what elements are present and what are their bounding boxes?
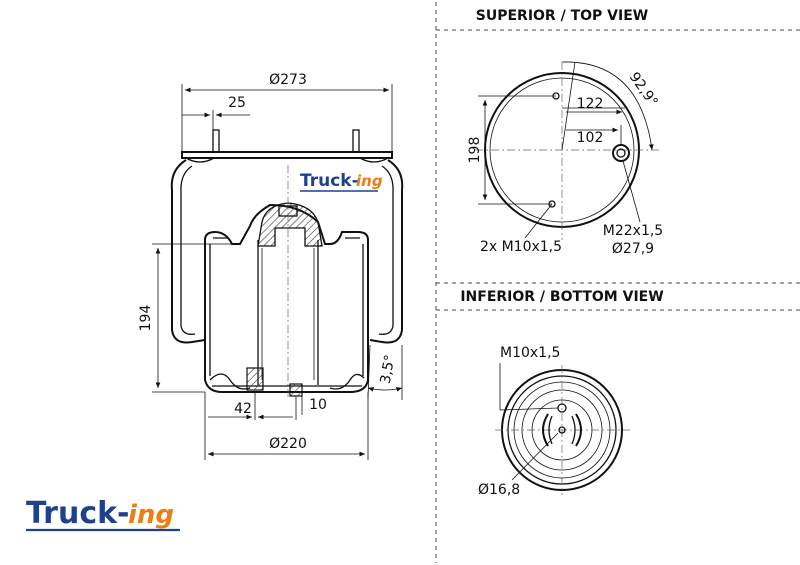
brand-logo: Truck- ing bbox=[26, 496, 180, 532]
bottom-view-heading: INFERIOR / BOTTOM VIEW bbox=[460, 289, 663, 305]
dim-122: 122 bbox=[577, 96, 604, 112]
label-bottom-diameter: Ø16,8 bbox=[478, 482, 520, 498]
dim-angle-92-9: 92,9° bbox=[626, 69, 661, 109]
dim-42: 42 bbox=[234, 401, 252, 417]
dim-198: 198 bbox=[467, 137, 483, 164]
logo-main-text: Truck- bbox=[26, 496, 130, 531]
bottom-insert-left bbox=[246, 367, 264, 391]
logo-suffix-text: ing bbox=[128, 500, 174, 530]
dim-102: 102 bbox=[577, 130, 604, 146]
side-view: Truck- ing Ø273 25 194 3,5° 42 10 bbox=[138, 72, 404, 460]
bottom-clips bbox=[542, 413, 582, 447]
label-main-thread-dia: Ø27,9 bbox=[612, 241, 654, 257]
pin-left bbox=[212, 129, 220, 153]
inner-logo-main: Truck- bbox=[300, 171, 359, 191]
center-post bbox=[257, 240, 319, 385]
label-pin-thread: 2x M10x1,5 bbox=[480, 239, 562, 255]
inner-logo-suffix: ing bbox=[356, 172, 383, 190]
top-view: 198 122 102 92,9° 2x M10x1,5 M22x1,5 Ø27… bbox=[467, 61, 663, 257]
dim-25: 25 bbox=[228, 95, 246, 111]
dim-diameter-220: Ø220 bbox=[269, 436, 307, 452]
dim-diameter-273: Ø273 bbox=[269, 72, 307, 88]
dim-194: 194 bbox=[138, 305, 154, 332]
dim-angle-3-5: 3,5° bbox=[378, 354, 399, 386]
top-view-heading: SUPERIOR / TOP VIEW bbox=[476, 8, 648, 24]
top-plate bbox=[181, 151, 393, 159]
bottom-center-hole bbox=[558, 426, 566, 434]
label-main-thread: M22x1,5 bbox=[603, 223, 663, 239]
label-bottom-thread: M10x1,5 bbox=[500, 345, 560, 361]
bottom-view: M10x1,5 Ø16,8 bbox=[478, 345, 630, 498]
view-separators bbox=[435, 2, 800, 563]
boss-hatch bbox=[257, 202, 323, 247]
piston-outer bbox=[204, 203, 369, 393]
bellow-outer bbox=[170, 159, 404, 344]
pin-right bbox=[352, 129, 360, 153]
main-port bbox=[612, 144, 630, 162]
dim-10: 10 bbox=[309, 397, 327, 413]
